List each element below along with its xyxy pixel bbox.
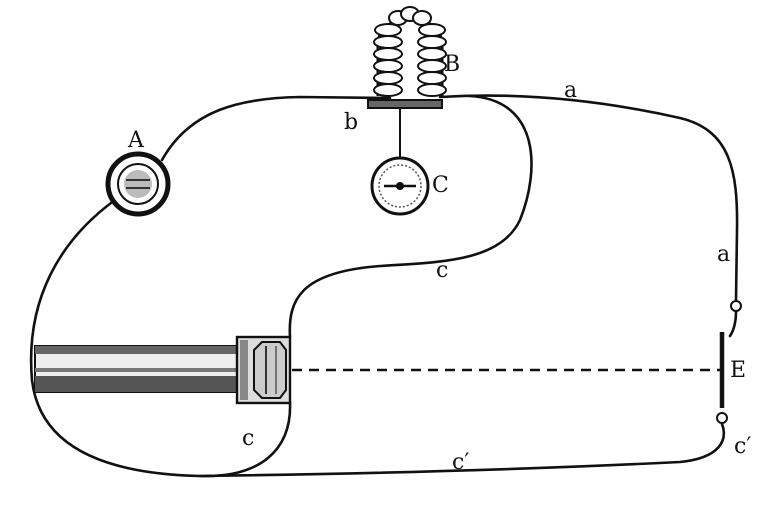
label-c-galvanometer: C (432, 173, 449, 198)
telescope (34, 335, 292, 405)
label-c-bottom: c (242, 426, 255, 451)
label-a-top: a (564, 78, 578, 103)
label-c-prime-mid: c′ (452, 450, 470, 475)
element-a (105, 151, 171, 217)
wire-a-to-coil (160, 95, 392, 162)
label-b-coil: B (444, 52, 461, 77)
wire-c (288, 94, 533, 339)
galvanometer-c (370, 108, 430, 216)
label-a-right: a (717, 242, 731, 267)
wire-a (438, 94, 739, 302)
label-b: b (344, 110, 359, 135)
terminal-top (730, 300, 742, 312)
label-e: E (730, 358, 747, 383)
label-a-element: A (128, 128, 144, 153)
wire-left-loop (29, 198, 292, 478)
electromagnet-b (367, 6, 447, 109)
terminal-bottom (716, 412, 728, 424)
wire-c-prime (198, 422, 726, 478)
label-c-mid: c (436, 258, 449, 283)
label-c-prime-right: c′ (734, 434, 752, 459)
